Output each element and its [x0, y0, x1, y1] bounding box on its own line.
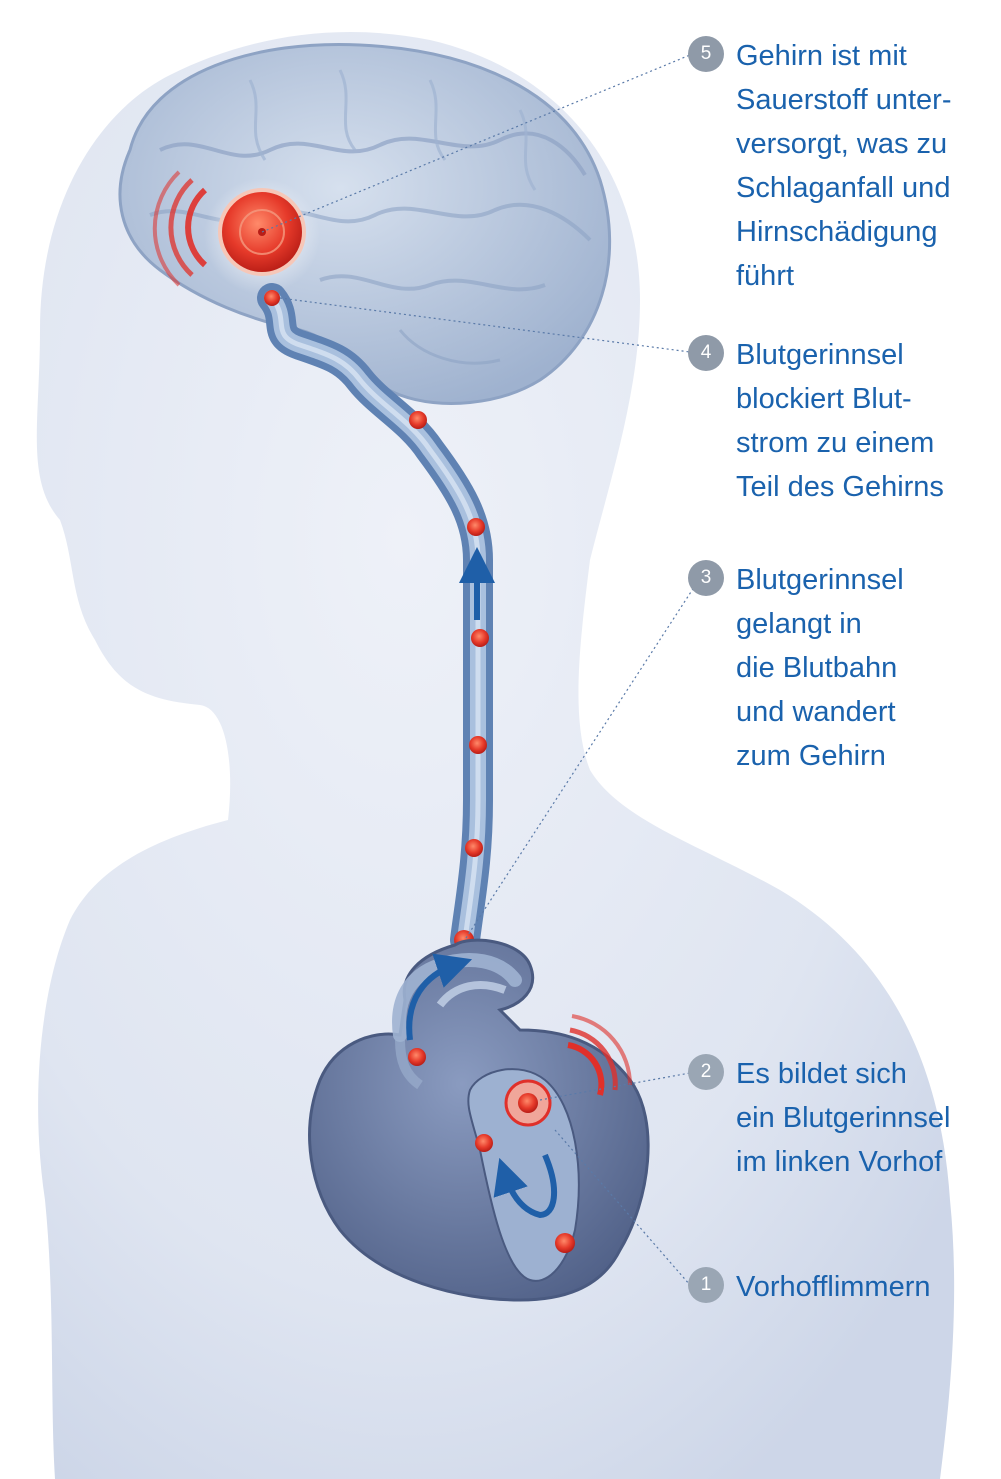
callout-line: im linken Vorhof [736, 1140, 950, 1184]
callout-line: Vorhofflimmern [736, 1265, 931, 1309]
callout-line: Teil des Gehirns [736, 465, 944, 509]
callout-line: Blutgerinnsel [736, 333, 944, 377]
callout-text: Es bildet sich ein Blutgerinnsel im link… [736, 1052, 950, 1184]
callout-line: Hirnschädigung [736, 210, 951, 254]
callout-line: strom zu einem [736, 421, 944, 465]
clot-marker [467, 518, 485, 536]
callout-line: Sauerstoff unter- [736, 78, 951, 122]
callout-text: Blutgerinnsel gelangt in die Blutbahn un… [736, 558, 904, 778]
callout-line: Schlaganfall und [736, 166, 951, 210]
callout-text: Blutgerinnsel blockiert Blut- strom zu e… [736, 333, 944, 509]
callout-line: gelangt in [736, 602, 904, 646]
step-number-badge: 5 [688, 36, 724, 72]
step-number-badge: 2 [688, 1054, 724, 1090]
callout-line: Es bildet sich [736, 1052, 950, 1096]
step-number-badge: 4 [688, 335, 724, 371]
clot-marker [264, 290, 280, 306]
callout-line: ein Blutgerinnsel [736, 1096, 950, 1140]
callout-line: und wandert [736, 690, 904, 734]
callout-line: versorgt, was zu [736, 122, 951, 166]
callout-text: Vorhofflimmern [736, 1265, 931, 1309]
clot-marker [465, 839, 483, 857]
callout-line: Blutgerinnsel [736, 558, 904, 602]
callout-2: 2 Es bildet sich ein Blutgerinnsel im li… [688, 1052, 950, 1184]
clot-marker [469, 736, 487, 754]
callout-line: die Blutbahn [736, 646, 904, 690]
callout-text: Gehirn ist mit Sauerstoff unter- versorg… [736, 34, 951, 298]
callout-line: führt [736, 254, 951, 298]
step-number-badge: 1 [688, 1267, 724, 1303]
clot-marker [409, 411, 427, 429]
callout-line: Gehirn ist mit [736, 34, 951, 78]
callout-1: 1 Vorhofflimmern [688, 1265, 931, 1309]
callout-3: 3 Blutgerinnsel gelangt in die Blutbahn … [688, 558, 904, 778]
callout-line: zum Gehirn [736, 734, 904, 778]
step-number-badge: 3 [688, 560, 724, 596]
callout-line: blockiert Blut- [736, 377, 944, 421]
clot-marker [408, 1048, 426, 1066]
clot-marker [471, 629, 489, 647]
clot-marker [555, 1233, 575, 1253]
clot-marker [475, 1134, 493, 1152]
callout-4: 4 Blutgerinnsel blockiert Blut- strom zu… [688, 333, 944, 509]
callout-5: 5 Gehirn ist mit Sauerstoff unter- verso… [688, 34, 951, 298]
